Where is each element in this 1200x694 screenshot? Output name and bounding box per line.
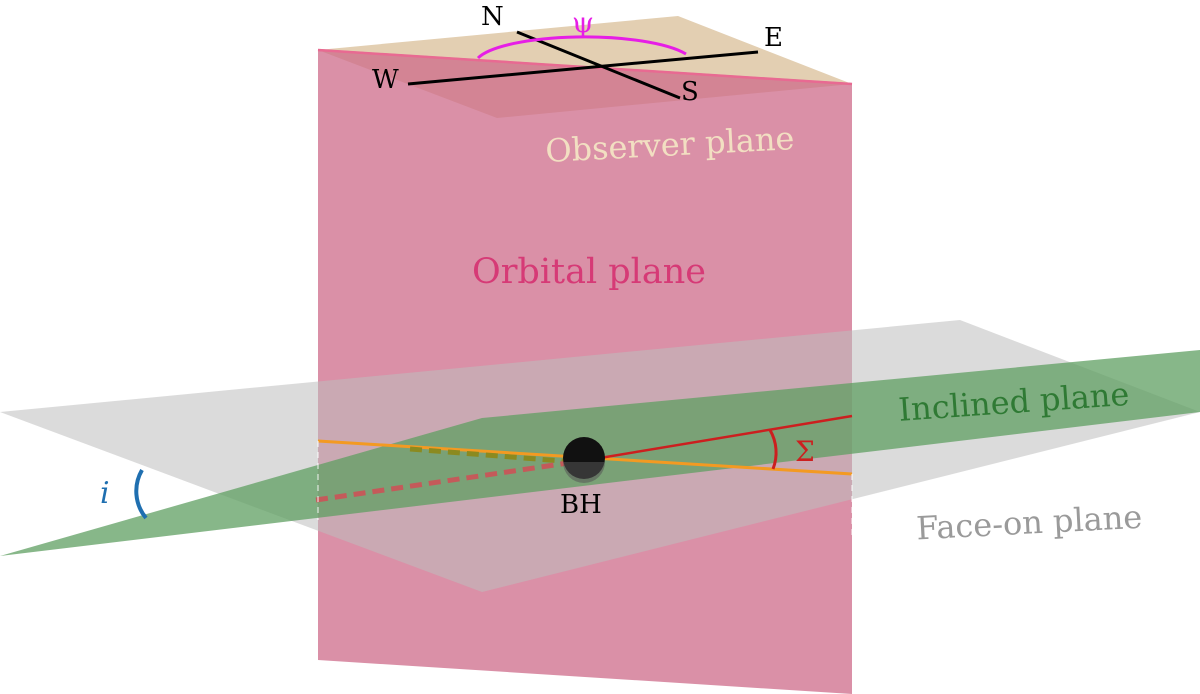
black-hole-lower-shade [563, 462, 605, 483]
west-label: W [372, 65, 399, 95]
south-label: S [681, 77, 699, 107]
inclination-label: i [100, 476, 110, 511]
orbital-plane-label: Orbital plane [472, 252, 706, 292]
inclined-orbital-intersection [599, 414, 853, 460]
sigma-label: Σ [795, 435, 815, 468]
inclination-angle-arc [134, 468, 148, 520]
west-east-axis [407, 50, 759, 86]
olive-dashed-line [409, 446, 576, 465]
psi-angle-arc [476, 35, 687, 60]
red-dashed-line [315, 459, 576, 503]
east-label: E [764, 23, 783, 53]
north-label: N [481, 2, 504, 32]
black-hole-label: BH [560, 490, 602, 520]
north-south-axis [516, 30, 681, 100]
psi-label: ψ [572, 6, 594, 39]
sigma-angle-arc [768, 429, 778, 470]
face-on-plane-label: Face-on plane [915, 498, 1143, 548]
